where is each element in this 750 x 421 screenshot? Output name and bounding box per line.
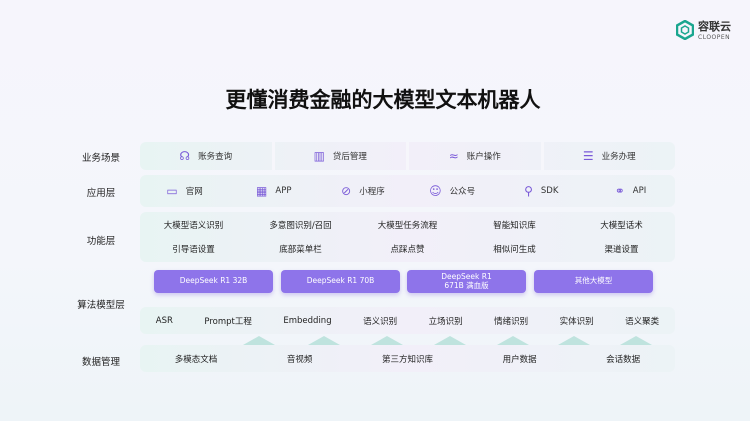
model-label: DeepSeek R1	[441, 272, 492, 282]
arrow-up-icon	[308, 336, 340, 345]
page-title: 更懂消费金融的大模型文本机器人	[225, 88, 541, 112]
model-sublabel: 671B 满血版	[444, 280, 489, 290]
business-item: ☊ 账务查询	[140, 142, 275, 170]
app-row: ▭ 官网 ▦ APP ⊘ 小程序 ☺ 公众号 ⚲ SDK ⚭ API	[140, 175, 675, 207]
model-button-32b[interactable]: DeepSeek R1 32B	[154, 270, 273, 293]
algorithm-item: 情绪识别	[494, 316, 529, 327]
algorithm-item: Prompt工程	[204, 316, 252, 327]
app-label: API	[632, 186, 647, 196]
miniprogram-icon: ⊘	[341, 184, 352, 198]
function-item: 引导语设置	[172, 245, 215, 255]
algorithm-item: 语义识别	[363, 316, 398, 327]
plug-icon: ⚲	[524, 184, 533, 198]
app-label: 官网	[185, 187, 203, 197]
grid-icon: ▦	[256, 184, 268, 198]
browser-icon: ▭	[166, 184, 178, 198]
business-row: ☊ 账务查询 ▥ 贷后管理 ≈ 账户操作 ☰ 业务办理	[140, 142, 675, 170]
layer-label-business: 业务场景	[81, 153, 120, 164]
logo-name: 容联云	[698, 20, 731, 33]
business-item: ≈ 账户操作	[409, 142, 544, 170]
link-icon: ⚭	[614, 184, 625, 198]
data-row: 多模态文档 音视频 第三方知识库 用户数据 会话数据	[140, 345, 675, 372]
function-row: 大模型语义识别 多意图识别/召回 大模型任务流程 智能知识库 大模型话术 引导语…	[140, 212, 675, 262]
algorithm-item: 立场识别	[428, 316, 463, 327]
business-label: 业务办理	[601, 152, 636, 162]
business-label: 账务查询	[198, 152, 233, 162]
checklist-icon: ☰	[582, 149, 594, 163]
arrow-up-icon	[243, 336, 275, 345]
function-item: 渠道设置	[604, 245, 639, 255]
arrow-up-icon	[558, 336, 590, 345]
layer-label-algorithm: 算法模型层	[77, 300, 125, 311]
business-label: 贷后管理	[332, 152, 367, 162]
app-item: ⚲ SDK	[497, 175, 586, 207]
business-item: ▥ 贷后管理	[275, 142, 409, 170]
model-button-other[interactable]: 其他大模型	[534, 270, 653, 293]
data-item: 音视频	[286, 354, 313, 365]
app-item: ☺ 公众号	[408, 175, 497, 207]
logo-hexagon-icon	[676, 19, 694, 40]
algorithm-row: ASR Prompt工程 Embedding 语义识别 立场识别 情绪识别 实体…	[140, 307, 675, 334]
wave-icon: ≈	[448, 149, 459, 163]
business-label: 账户操作	[466, 152, 501, 162]
layer-label-app: 应用层	[86, 188, 116, 199]
function-item: 大模型任务流程	[377, 221, 438, 231]
app-item: ⊘ 小程序	[318, 175, 407, 207]
books-icon: ▥	[313, 149, 325, 163]
app-label: SDK	[540, 186, 559, 196]
model-button-70b[interactable]: DeepSeek R1 70B	[281, 270, 400, 293]
logo-sub: CLOOPEN	[698, 34, 731, 41]
function-item: 大模型语义识别	[163, 221, 224, 231]
data-item: 会话数据	[606, 354, 641, 365]
app-item: ▭ 官网	[140, 175, 229, 207]
wechat-icon: ☺	[429, 184, 442, 198]
algorithm-item: ASR	[155, 315, 173, 326]
function-item: 相似问生成	[493, 245, 536, 255]
function-item: 点踩点赞	[390, 245, 425, 255]
function-item: 大模型话术	[600, 221, 643, 231]
app-label: 小程序	[359, 187, 385, 197]
model-label: DeepSeek R1 70B	[306, 276, 375, 286]
data-item: 多模态文档	[174, 354, 218, 365]
model-label: DeepSeek R1 32B	[179, 276, 248, 286]
data-item: 用户数据	[502, 354, 537, 365]
arrow-up-icon	[434, 336, 466, 345]
arrow-up-icon	[620, 336, 652, 345]
function-item: 智能知识库	[493, 221, 536, 231]
headset-icon: ☊	[179, 149, 191, 163]
arrow-up-icon	[371, 336, 403, 345]
algorithm-item: Embedding	[283, 315, 332, 326]
algorithm-item: 语义聚类	[625, 316, 660, 327]
layer-label-function: 功能层	[86, 236, 116, 247]
algorithm-item: 实体识别	[559, 316, 594, 327]
layer-label-data: 数据管理	[81, 357, 120, 368]
data-item: 第三方知识库	[381, 354, 433, 365]
model-label: 其他大模型	[574, 276, 613, 286]
app-item: ▦ APP	[229, 175, 318, 207]
arrow-up-icon	[497, 336, 529, 345]
app-label: 公众号	[449, 187, 476, 197]
app-item: ⚭ API	[586, 175, 675, 207]
business-item: ☰ 业务办理	[544, 142, 676, 170]
function-item: 底部菜单栏	[279, 245, 322, 255]
app-label: APP	[275, 186, 292, 196]
function-item: 多意图识别/召回	[269, 221, 332, 231]
